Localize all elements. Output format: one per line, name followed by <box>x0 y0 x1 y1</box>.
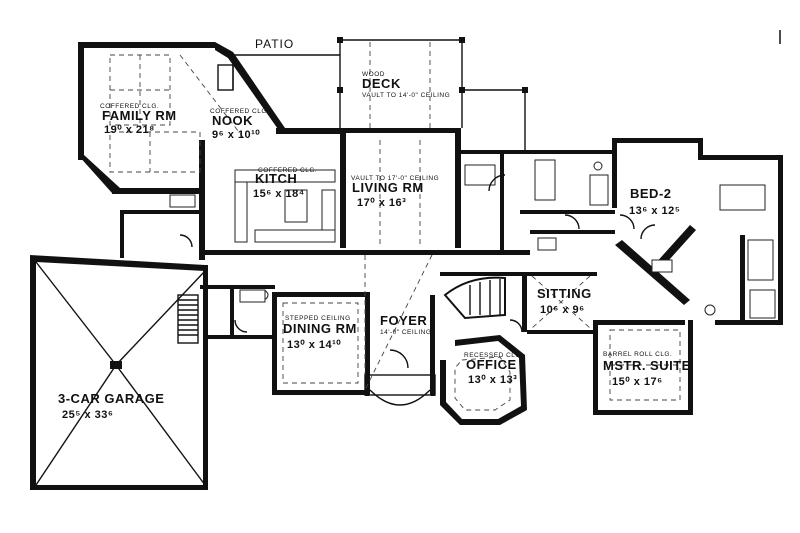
master-dim: 15⁰ x 17⁶ <box>612 376 663 388</box>
kitchen-note: COFFERED CLG. <box>258 167 317 174</box>
deck-label: DECK <box>362 76 401 91</box>
stairs <box>177 276 506 344</box>
fixtures <box>169 159 776 319</box>
living-label: LIVING RM <box>352 180 424 195</box>
garage-label: 3-CAR GARAGE <box>58 391 164 406</box>
nook-label: NOOK <box>212 113 253 128</box>
office-note: RECESSED CLG. <box>464 352 523 359</box>
sitting-dim: 10⁶ x 9⁶ <box>540 304 585 316</box>
family-dim: 19⁰ x 21⁸ <box>104 124 155 136</box>
garage-dim: 25⁵ x 33⁶ <box>62 409 113 421</box>
bed2-dim: 13⁶ x 12⁵ <box>629 205 680 217</box>
foyer-label: FOYER <box>380 313 427 328</box>
deck-note: VAULT TO 14'-0" CEILING <box>362 92 450 99</box>
patio-label: PATIO <box>255 37 294 51</box>
family-label: FAMILY RM <box>102 108 177 123</box>
door-swings <box>179 174 656 406</box>
kitchen-dim: 15⁶ x 18⁴ <box>253 188 305 200</box>
bed2-label: BED-2 <box>630 186 672 201</box>
master-note: BARREL ROLL CLG. <box>603 351 672 358</box>
sitting-label: SITTING <box>537 286 592 301</box>
dining-note: STEPPED CEILING <box>285 315 351 322</box>
nook-dim: 9⁶ x 10¹⁰ <box>212 129 260 141</box>
dining-dim: 13⁰ x 14¹⁰ <box>287 339 341 351</box>
office-label: OFFICE <box>466 357 517 372</box>
living-dim: 17⁰ x 16³ <box>357 197 406 209</box>
nook-note: COFFERED CLG. <box>210 108 269 115</box>
kitchen-label: KITCH <box>255 171 297 186</box>
master-label: MSTR. SUITE <box>603 358 691 373</box>
ceiling-lines <box>109 54 681 411</box>
family-note: COFFERED CLG. <box>100 103 159 110</box>
patio-deck-outline <box>217 37 528 150</box>
office-dim: 13⁰ x 13³ <box>468 374 517 386</box>
dining-label: DINING RM <box>283 321 357 336</box>
deck-prefix: WOOD <box>362 71 385 78</box>
foyer-note: 14'-0" CEILING <box>380 329 431 336</box>
labels: PATIO WOOD DECK VAULT TO 14'-0" CEILING … <box>58 37 691 421</box>
garage-roof-lines <box>35 261 206 486</box>
front-porch <box>364 374 436 396</box>
exterior-walls <box>30 42 783 490</box>
living-note: VAULT TO 17'-0" CEILING <box>351 175 439 182</box>
